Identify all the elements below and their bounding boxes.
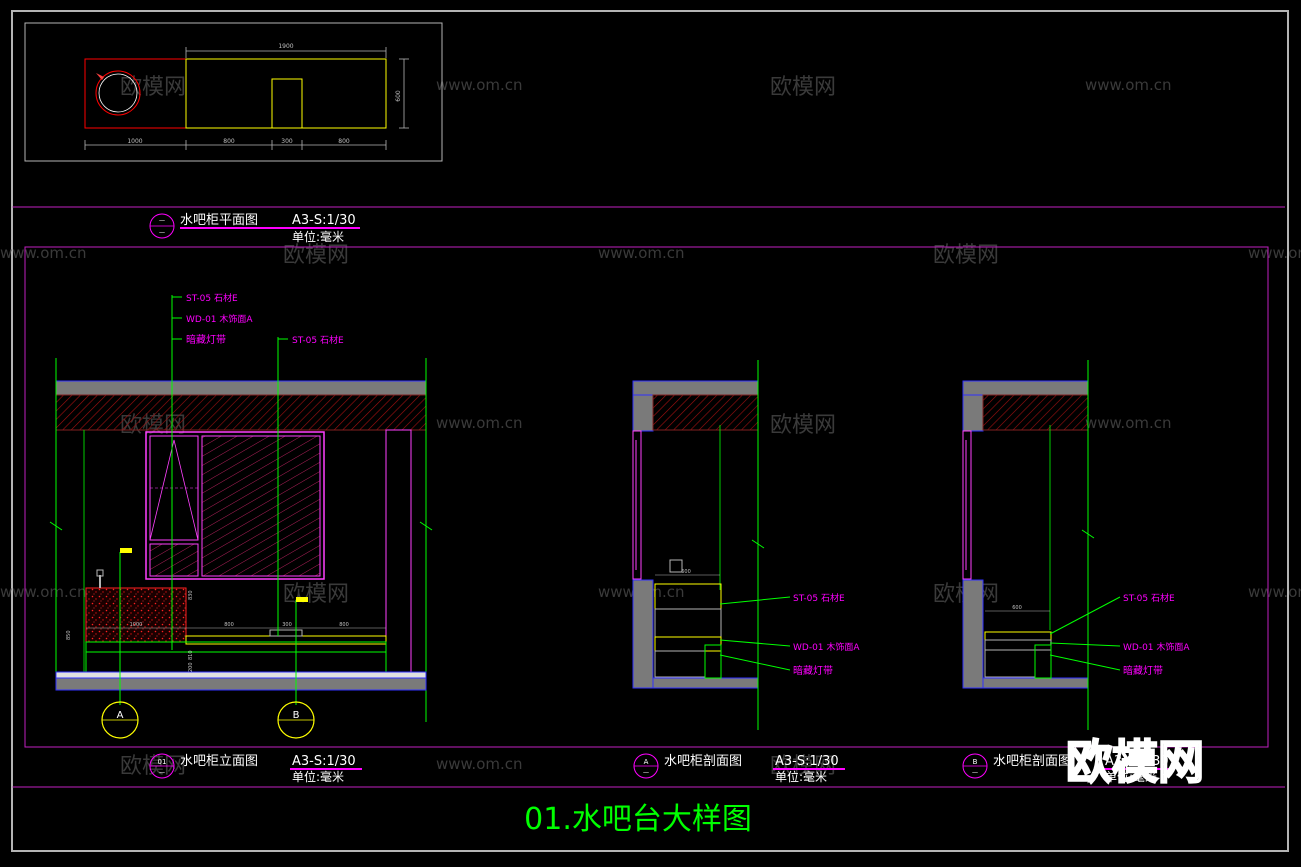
section-a-unit: 单位:毫米	[775, 769, 827, 784]
watermark-site: www.om.cn	[1085, 414, 1172, 432]
tv-panel	[201, 435, 321, 577]
elevation-title: 水吧柜立面图	[180, 754, 258, 769]
section-b-scale: A3-S:1/30	[1105, 754, 1169, 769]
elevation-annotation: 暗藏灯带	[186, 333, 226, 346]
plan-dim-right: 600	[395, 90, 402, 102]
elevation-view: 1000 800 300 800 830 810 200 850 ST-05 石…	[49, 292, 433, 739]
elevation-unit: 单位:毫米	[292, 769, 344, 784]
sink-inner	[98, 73, 138, 113]
base-cabinet	[85, 651, 387, 673]
plan-frame	[24, 22, 443, 162]
section-dim: 600	[681, 569, 691, 575]
sink-cabinet	[85, 587, 187, 643]
section-marker-label: A	[117, 710, 124, 721]
elevation-scale: A3-S:1/30	[292, 754, 356, 769]
counter-top-elevation	[185, 635, 387, 645]
section-annotation: WD-01 木饰面A	[793, 641, 860, 653]
sheet-title: 01.水吧台大样图	[524, 802, 752, 837]
section-a-title: 水吧柜剖面图	[664, 754, 742, 769]
column-panel	[385, 429, 412, 674]
elevation-annotation: ST-05 石材E	[186, 292, 238, 304]
elevation-dim: 830	[188, 590, 194, 600]
watermark-large: 欧模网	[1066, 735, 1204, 789]
watermark-site: www.om.cn	[1248, 583, 1301, 601]
plan-caption: 一 一 水吧柜平面图 A3-S:1/30 单位:毫米	[149, 213, 360, 244]
sink-bowl	[95, 70, 141, 116]
elevation-dim: 800	[224, 622, 234, 628]
ceiling-slab	[55, 380, 427, 396]
caption-symbol-bottom: 一	[159, 770, 165, 777]
watermark-site: www.om.cn	[1248, 244, 1301, 262]
faucet-icon	[96, 73, 104, 80]
elevation-dim: 1000	[130, 622, 143, 628]
elevation-annotation: WD-01 木饰面A	[186, 313, 253, 325]
watermark-site: www.om.cn	[1085, 76, 1172, 94]
caption-symbol-top: B	[973, 758, 978, 766]
watermark-brand: 欧模网	[120, 75, 186, 100]
wall-panel	[145, 431, 325, 580]
elevation-frame	[24, 246, 1269, 748]
plan-unit: 单位:毫米	[292, 229, 344, 244]
section-b-caption: B 一 水吧柜剖面图 A3-S:1/30 单位:毫米	[962, 753, 1175, 784]
plan-title: 水吧柜平面图	[180, 213, 258, 228]
counter-top	[185, 58, 387, 129]
section-annotation: ST-05 石材E	[793, 592, 845, 604]
caption-symbol-bottom: 一	[972, 770, 978, 777]
caption-symbol-bottom: 一	[643, 770, 649, 777]
section-annotation: 暗藏灯带	[1123, 664, 1163, 677]
section-annotation: WD-01 木饰面A	[1123, 641, 1190, 653]
caption-symbol-top: 01	[158, 758, 167, 766]
elevation-dim: 810	[188, 650, 194, 660]
caption-symbol-top: A	[644, 758, 649, 766]
section-annotation: ST-05 石材E	[1123, 592, 1175, 604]
plan-dim-bottom: 800	[223, 138, 235, 145]
watermark-site: www.om.cn	[598, 244, 685, 262]
section-annotation: 暗藏灯带	[793, 664, 833, 677]
elevation-caption: 01 一 水吧柜立面图 A3-S:1/30 单位:毫米	[149, 753, 362, 784]
plan-dim-bottom: 300	[281, 138, 293, 145]
section-a-view: 600 ST-05 石材E WD-01 木饰面A 暗藏灯带	[632, 360, 860, 730]
plan-view: 1900 600 1000 800 300 800	[24, 22, 443, 162]
elevation-dim: 200	[188, 662, 194, 672]
plan-dim-bottom: 1000	[127, 138, 142, 145]
ceiling-hatch	[55, 394, 427, 431]
watermark-brand: 欧模网	[770, 413, 836, 438]
plan-dim-bottom: 800	[338, 138, 350, 145]
watermark-brand: 欧模网	[770, 754, 836, 779]
elevation-dim: 300	[282, 622, 292, 628]
plan-scale: A3-S:1/30	[292, 213, 356, 228]
section-b-title: 水吧柜剖面图	[993, 754, 1071, 769]
watermark-brand: 欧模网	[283, 582, 349, 607]
section-marker-label: B	[293, 710, 300, 721]
section-dim: 600	[1012, 605, 1022, 611]
watermark-site: www.om.cn	[0, 583, 87, 601]
appliance-outline	[271, 78, 303, 129]
elevation-dim: 800	[339, 622, 349, 628]
plan-dim-top: 1900	[278, 43, 293, 50]
elevation-annotation: ST-05 石材E	[292, 334, 344, 346]
watermark-brand: 欧模网	[770, 75, 836, 100]
floor-line	[55, 671, 427, 679]
caption-symbol-bottom: 一	[159, 230, 165, 237]
watermark-site: www.om.cn	[0, 244, 87, 262]
watermark-site: www.om.cn	[436, 76, 523, 94]
section-a-caption: A 一 水吧柜剖面图 A3-S:1/30 单位:毫米	[633, 753, 845, 784]
section-b-unit: 单位:毫米	[1105, 769, 1157, 784]
elevation-dim: 850	[66, 630, 72, 640]
watermark-site: www.om.cn	[436, 755, 523, 773]
section-b-view: 600 ST-05 石材E WD-01 木饰面A 暗藏灯带	[962, 360, 1190, 730]
watermark-site: www.om.cn	[436, 414, 523, 432]
caption-symbol-top: 一	[159, 218, 165, 225]
section-a-scale: A3-S:1/30	[775, 754, 839, 769]
